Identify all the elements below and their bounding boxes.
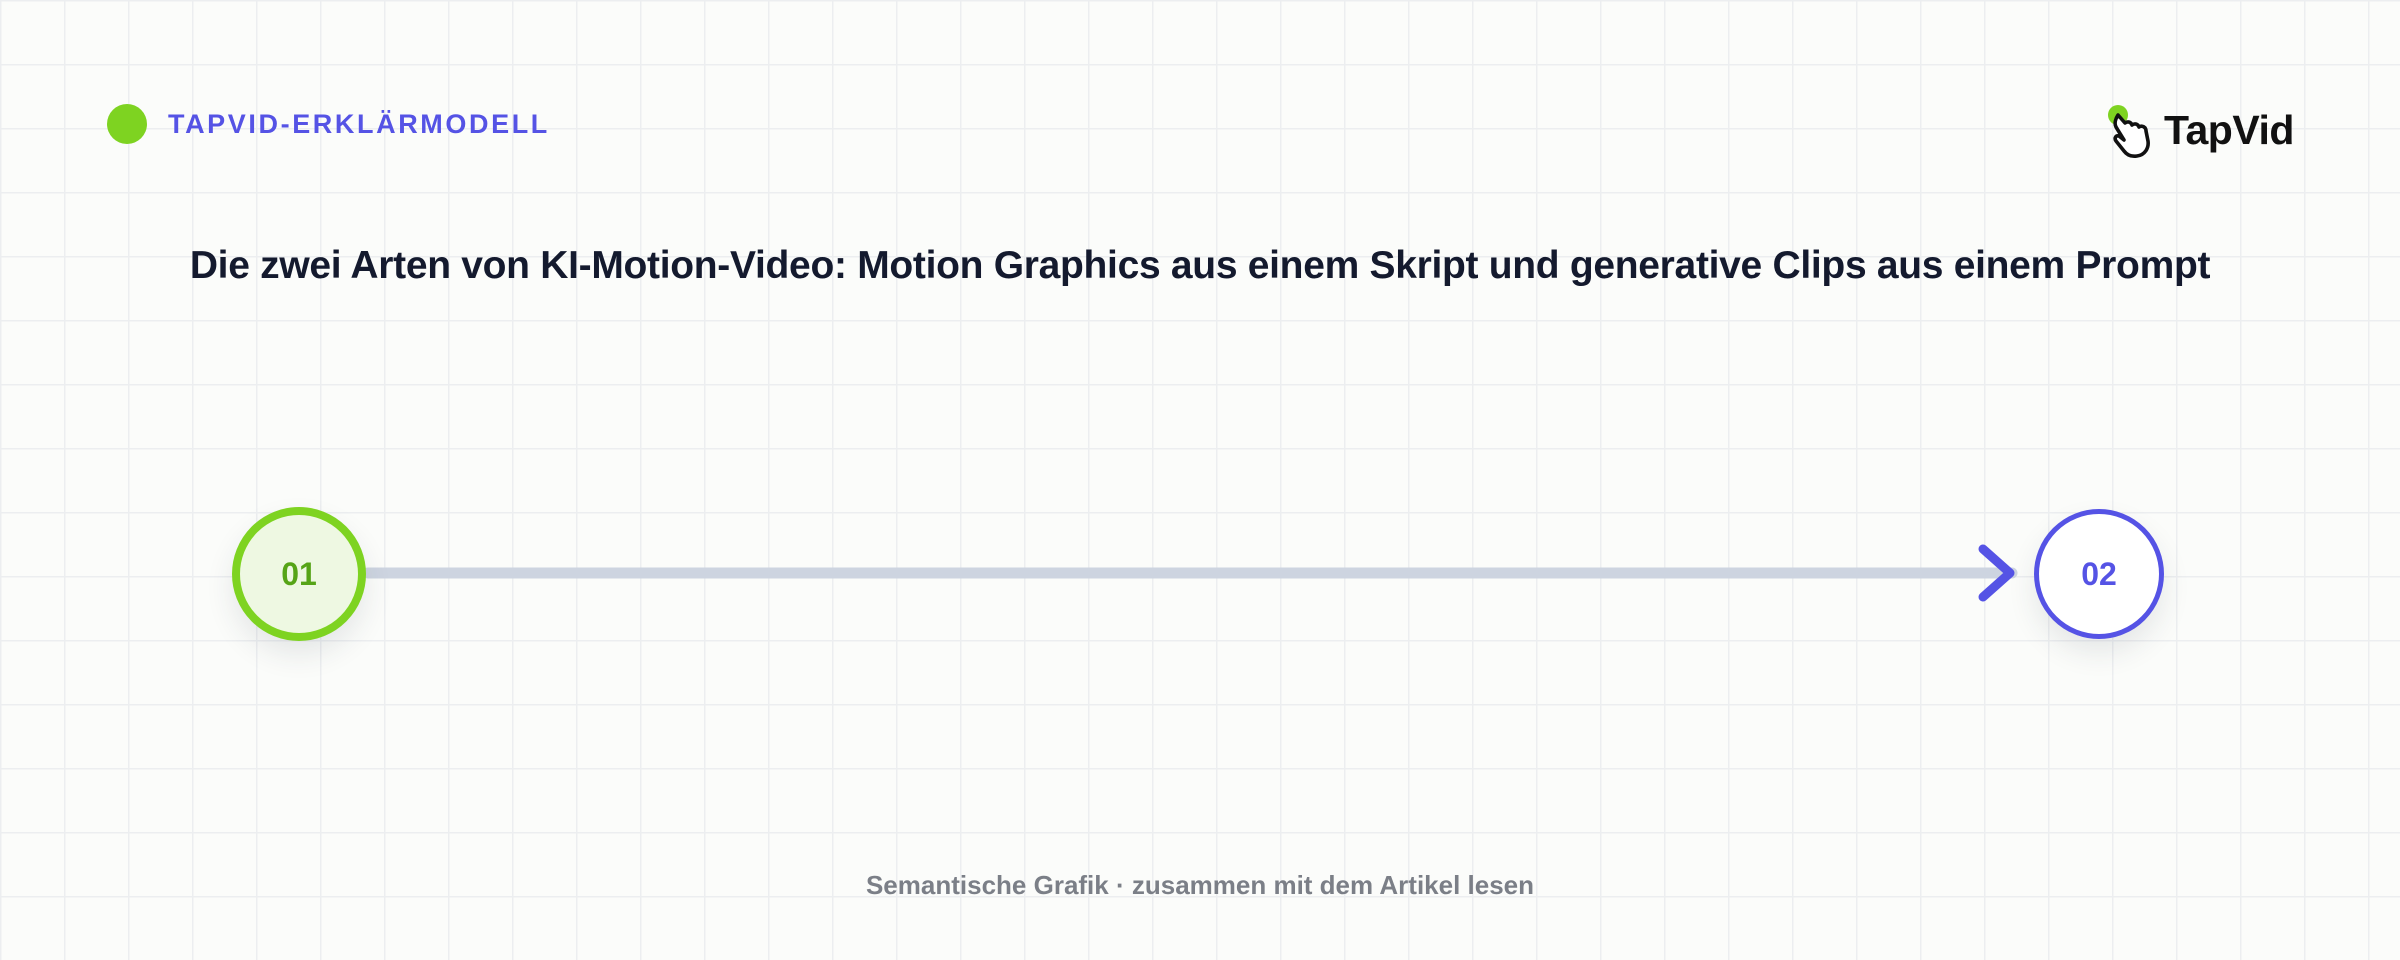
eyebrow: TAPVID-ERKLÄRMODELL [107,104,550,144]
step-01-node: 01 [232,507,366,641]
footer-note: Semantische Grafik · zusammen mit dem Ar… [865,870,1535,900]
arrow-head-icon [1978,544,2015,602]
step-02-node: 02 [2034,509,2164,639]
green-dot-icon [107,104,147,144]
eyebrow-label: TAPVID-ERKLÄRMODELL [168,108,550,139]
logo-wordmark: TapVid [2164,106,2294,153]
tapvid-logo: TapVid [2104,100,2294,160]
tap-hand-icon [2108,105,2150,159]
page-title: Die zwei Arten von KI-Motion-Video: Moti… [189,244,2211,287]
